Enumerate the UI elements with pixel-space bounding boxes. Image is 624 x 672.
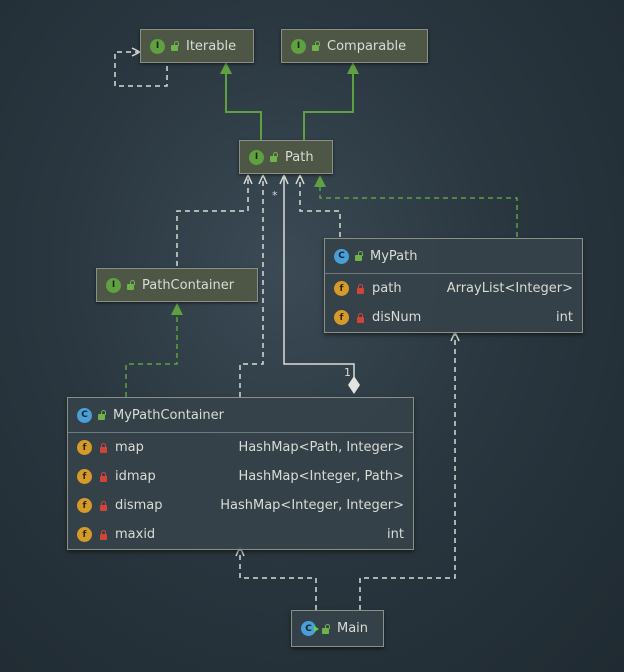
private-lock-icon — [100, 471, 107, 482]
field-name: map — [115, 440, 144, 455]
multiplicity-one: 1 — [344, 366, 351, 379]
mypathcontainer-header: C MyPathContainer — [68, 398, 413, 433]
field-type: ArrayList<Integer> — [446, 281, 573, 296]
aggregation-line — [283, 176, 355, 385]
pathcontainer-dependency-path — [176, 176, 249, 266]
multiplicity-star: * — [272, 189, 278, 202]
main-class-icon: C — [301, 621, 319, 636]
private-lock-icon — [100, 442, 107, 453]
iterable-self-dependency — [114, 51, 168, 87]
field-name: maxid — [115, 527, 156, 542]
field-type: HashMap<Integer, Integer> — [220, 498, 404, 513]
field-name: path — [372, 281, 402, 296]
mypath-header: C MyPath — [325, 239, 582, 274]
public-lock-icon — [98, 410, 106, 420]
main-node[interactable]: C Main — [291, 610, 384, 647]
comparable-extends-arrowhead — [347, 62, 359, 74]
class-icon: C — [334, 248, 349, 264]
comparable-label: Comparable — [327, 38, 407, 54]
field-name: idmap — [115, 469, 156, 484]
private-lock-icon — [357, 312, 364, 323]
iterable-label: Iterable — [186, 38, 237, 54]
mypath-dependency-arrowhead — [295, 174, 305, 185]
field-icon: f — [77, 469, 92, 484]
field-row[interactable]: f idmap HashMap<Integer, Path> — [68, 462, 413, 491]
aggregation-diamond — [348, 376, 360, 394]
field-icon: f — [77, 498, 92, 513]
pathcontainer-dependency-arrowhead — [243, 174, 253, 185]
mypathcontainer-implements-pathcontainer — [125, 304, 178, 397]
mypathcontainer-node[interactable]: C MyPathContainer f map HashMap<Path, In… — [67, 397, 414, 550]
path-label: Path — [285, 149, 314, 165]
interface-icon: I — [106, 277, 121, 293]
public-lock-icon — [355, 251, 363, 261]
field-name: disNum — [372, 310, 422, 325]
main-mypath-arrowhead — [450, 331, 460, 342]
public-lock-icon — [322, 623, 330, 634]
pathcontainer-implements-arrowhead — [171, 303, 183, 315]
field-icon: f — [77, 440, 92, 455]
path-node[interactable]: I Path — [239, 140, 333, 174]
public-lock-icon — [171, 41, 179, 51]
pathcontainer-label: PathContainer — [142, 277, 235, 293]
mypath-node[interactable]: C MyPath f path ArrayList<Integer> f dis… — [324, 238, 583, 333]
interface-icon: I — [150, 38, 165, 54]
mypathcontainer-dependency-arrowhead — [258, 174, 268, 185]
comparable-node[interactable]: I Comparable — [281, 29, 428, 63]
mypath-dependency-path — [299, 176, 341, 237]
field-icon: f — [334, 281, 349, 296]
public-lock-icon — [127, 280, 135, 290]
mypath-implements-path — [319, 176, 518, 237]
interface-icon: I — [249, 149, 264, 165]
field-icon: f — [334, 310, 349, 325]
field-row[interactable]: f disNum int — [325, 303, 582, 332]
main-label: Main — [337, 621, 369, 636]
pathcontainer-node[interactable]: I PathContainer — [96, 268, 258, 302]
private-lock-icon — [100, 529, 107, 540]
mypath-label: MyPath — [370, 248, 418, 264]
field-type: HashMap<Path, Integer> — [238, 440, 404, 455]
field-row[interactable]: f map HashMap<Path, Integer> — [68, 433, 413, 462]
mypathcontainer-label: MyPathContainer — [113, 407, 224, 423]
iterable-extends-arrowhead — [220, 62, 232, 74]
interface-icon: I — [291, 38, 306, 54]
class-icon: C — [77, 407, 92, 423]
path-extends-comparable — [303, 63, 354, 140]
iterable-self-arrowhead — [131, 47, 141, 57]
field-type: int — [556, 310, 573, 325]
path-implements-arrowhead — [314, 175, 326, 187]
private-lock-icon — [100, 500, 107, 511]
main-dependency-mypathcontainer — [239, 548, 317, 610]
field-row[interactable]: f maxid int — [68, 520, 413, 549]
public-lock-icon — [270, 152, 278, 162]
field-row[interactable]: f path ArrayList<Integer> — [325, 274, 582, 303]
field-type: HashMap<Integer, Path> — [238, 469, 404, 484]
aggregation-open-arrowhead — [279, 174, 289, 185]
private-lock-icon — [357, 283, 364, 294]
field-row[interactable]: f dismap HashMap<Integer, Integer> — [68, 491, 413, 520]
field-type: int — [387, 527, 404, 542]
field-name: dismap — [115, 498, 163, 513]
public-lock-icon — [312, 41, 320, 51]
path-extends-iterable — [225, 63, 262, 140]
field-icon: f — [77, 527, 92, 542]
iterable-node[interactable]: I Iterable — [140, 29, 254, 63]
